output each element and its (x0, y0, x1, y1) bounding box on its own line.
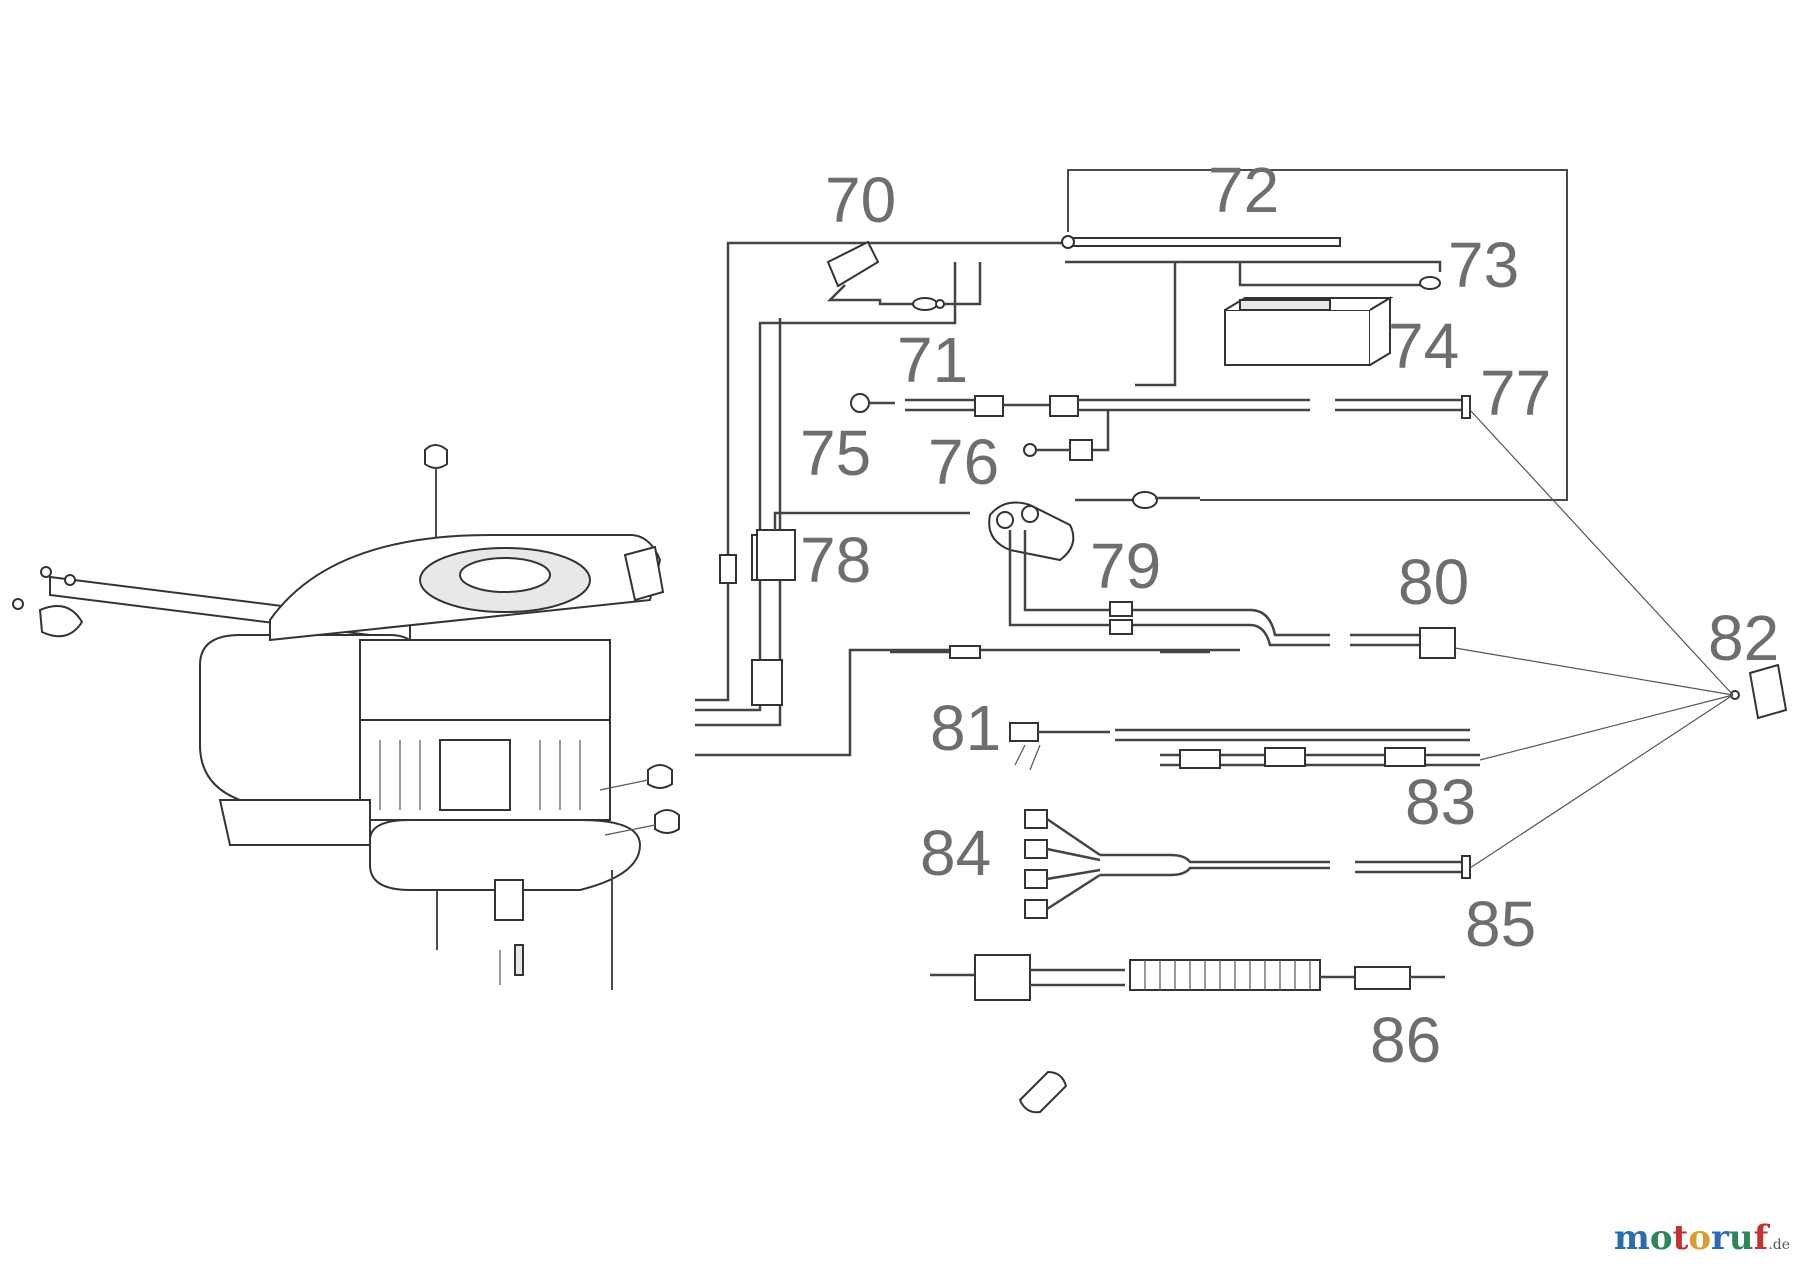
callout-74: 74 (1388, 310, 1459, 382)
watermark-letter: f (1753, 1218, 1769, 1258)
watermark-letter: o (1649, 1218, 1673, 1258)
watermark-letter: t (1672, 1218, 1689, 1258)
watermark-letter: u (1728, 1218, 1754, 1258)
battery-74 (1135, 262, 1394, 387)
harness-84-85 (1024, 809, 1471, 919)
relay-78 (756, 511, 970, 581)
ground-bracket-82 (1454, 409, 1788, 869)
callout-86: 86 (1370, 1004, 1441, 1076)
spark-lead-86 (930, 954, 1445, 1114)
callout-84: 84 (920, 817, 991, 889)
harness-75-77 (850, 393, 1471, 461)
fuse-71 (912, 297, 945, 311)
callout-81: 81 (930, 692, 1001, 764)
callout-75: 75 (800, 417, 871, 489)
watermark-text: motoruf (1614, 1218, 1768, 1258)
watermark-letter: o (1688, 1218, 1711, 1258)
callout-76: 76 (928, 426, 999, 498)
callout-80: 80 (1398, 546, 1469, 618)
callout-73: 73 (1448, 229, 1519, 301)
callout-labels: 70 71 72 73 74 75 76 77 78 79 80 81 82 8… (800, 154, 1779, 1076)
harness-81-83 (1009, 722, 1480, 771)
callout-70: 70 (825, 164, 896, 236)
watermark-domain: .de (1768, 1237, 1790, 1253)
terminal-73 (1238, 262, 1441, 290)
watermark-letter: m (1613, 1218, 1650, 1258)
callout-79: 79 (1090, 530, 1161, 602)
switch-70 (826, 240, 982, 306)
cable-72 (1061, 169, 1568, 501)
callout-71: 71 (897, 324, 968, 396)
watermark-logo: motoruf.de (1614, 1218, 1790, 1258)
callout-78: 78 (800, 524, 871, 596)
callout-85: 85 (1465, 888, 1536, 960)
callout-82: 82 (1708, 602, 1779, 674)
engine-illustration (12, 444, 680, 990)
solenoid-79 (988, 491, 1200, 627)
callout-77: 77 (1480, 357, 1551, 429)
watermark-letter: r (1711, 1218, 1729, 1258)
harness-80 (890, 601, 1456, 659)
callout-72: 72 (1208, 154, 1279, 226)
callout-83: 83 (1405, 766, 1476, 838)
